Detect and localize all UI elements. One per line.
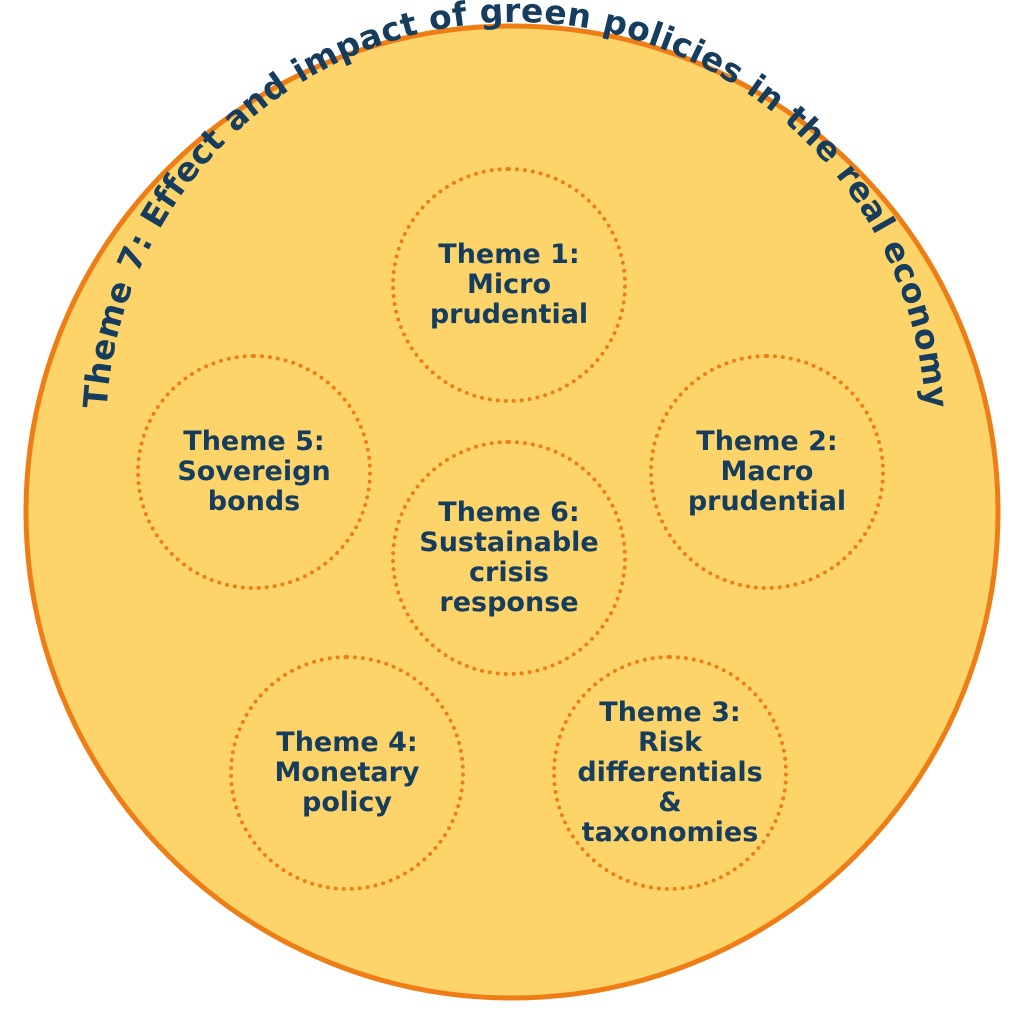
theme-circle-2: Theme 2: Macro prudential [649,354,885,590]
theme-circle-6: Theme 6: Sustainable crisis response [391,440,627,676]
theme-3-line-3: differentials [577,757,763,788]
theme-6-line-3: crisis [469,557,549,588]
theme-6-line-4: response [439,587,579,618]
theme-5-line-2: Sovereign [177,456,331,487]
theme-2-label: Theme 2: Macro prudential [688,427,846,517]
theme-3-label: Theme 3: Risk differentials & taxonomies [577,698,762,848]
theme-3-line-1: Theme 3: [599,697,741,728]
theme-5-label: Theme 5: Sovereign bonds [177,427,330,517]
theme-1-line-3: prudential [429,299,589,330]
theme-6-line-1: Theme 6: [438,497,580,528]
theme-2-line-3: prudential [687,486,847,517]
theme-4-line-1: Theme 4: [276,727,418,758]
theme-2-line-2: Macro [720,456,814,487]
theme-4-line-2: Monetary [274,757,420,788]
theme-4-line-3: policy [302,787,392,818]
theme-1-line-1: Theme 1: [438,239,580,270]
theme-6-line-2: Sustainable [419,527,599,558]
theme-1-line-2: Micro [467,269,551,300]
theme-4-label: Theme 4: Monetary policy [275,728,420,818]
theme-3-line-5: taxonomies [581,817,759,848]
theme-circle-5: Theme 5: Sovereign bonds [136,354,372,590]
theme-1-label: Theme 1: Micro prudential [430,240,588,330]
theme-circle-4: Theme 4: Monetary policy [229,655,465,891]
theme-5-line-3: bonds [207,486,301,517]
theme-circle-1: Theme 1: Micro prudential [391,167,627,403]
theme-5-line-1: Theme 5: [183,426,325,457]
theme-circle-3: Theme 3: Risk differentials & taxonomies [552,655,788,891]
theme-3-line-4: & [658,787,682,818]
theme-3-line-2: Risk [637,727,703,758]
theme-6-label: Theme 6: Sustainable crisis response [419,498,598,618]
theme-2-line-1: Theme 2: [696,426,838,457]
